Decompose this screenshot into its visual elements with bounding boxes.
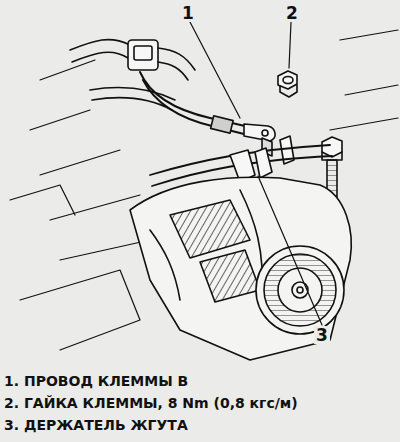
part-note: 1. ПРОВОД КЛЕММЫ В [4, 372, 188, 390]
callout-number: 2 [284, 4, 300, 22]
callout-number: 1 [180, 4, 196, 22]
part-note: 3. ДЕРЖАТЕЛЬ ЖГУТА [4, 416, 188, 434]
callout-number: 3 [314, 326, 330, 344]
part-note: 2. ГАЙКА КЛЕММЫ, 8 Nm (0,8 кгс/м) [4, 394, 298, 412]
